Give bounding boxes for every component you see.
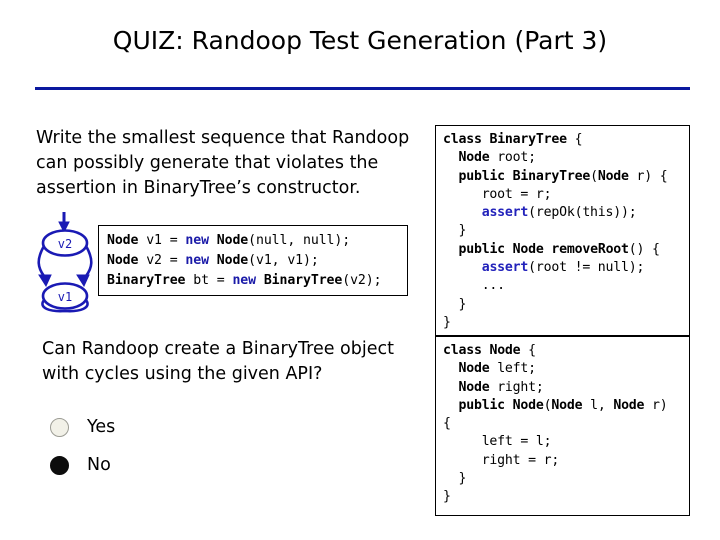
binary-tree-class-box: class BinaryTree { Node root; public Bin… <box>435 125 690 336</box>
object-graph-diagram: v2 v1 <box>36 210 96 314</box>
radio-no-icon[interactable] <box>50 455 69 475</box>
node-v1-shape <box>41 282 89 310</box>
edge-v2-left-to-v1 <box>37 245 52 288</box>
option-yes[interactable]: Yes <box>50 417 115 437</box>
edge-v2-right-to-v1 <box>76 245 93 288</box>
node-v2-label: v2 <box>58 237 72 251</box>
edge-v1-null-stub <box>41 299 89 313</box>
incoming-arrow-icon <box>58 212 70 234</box>
title-divider-rule <box>35 87 690 90</box>
radio-yes-icon[interactable] <box>50 417 69 437</box>
option-no[interactable]: No <box>50 455 111 475</box>
node-v1-label: v1 <box>58 290 72 304</box>
binary-tree-class-code: class BinaryTree { Node root; public Bin… <box>443 132 668 330</box>
node-v2-shape <box>41 229 89 257</box>
question-text: Can Randoop create a BinaryTree object w… <box>42 339 394 384</box>
option-yes-label: Yes <box>87 417 116 437</box>
answer-code-box: Node v1 = new Node(null, null); Node v2 … <box>98 225 408 296</box>
node-class-code: class Node { Node left; Node right; publ… <box>443 343 668 505</box>
answer-code-text: Node v1 = new Node(null, null); Node v2 … <box>107 233 382 288</box>
page-title: QUIZ: Randoop Test Generation (Part 3) <box>112 26 608 55</box>
option-no-label: No <box>87 455 111 475</box>
node-class-box: class Node { Node left; Node right; publ… <box>435 336 690 516</box>
prompt-text: Write the smallest sequence that Randoop… <box>36 128 410 198</box>
